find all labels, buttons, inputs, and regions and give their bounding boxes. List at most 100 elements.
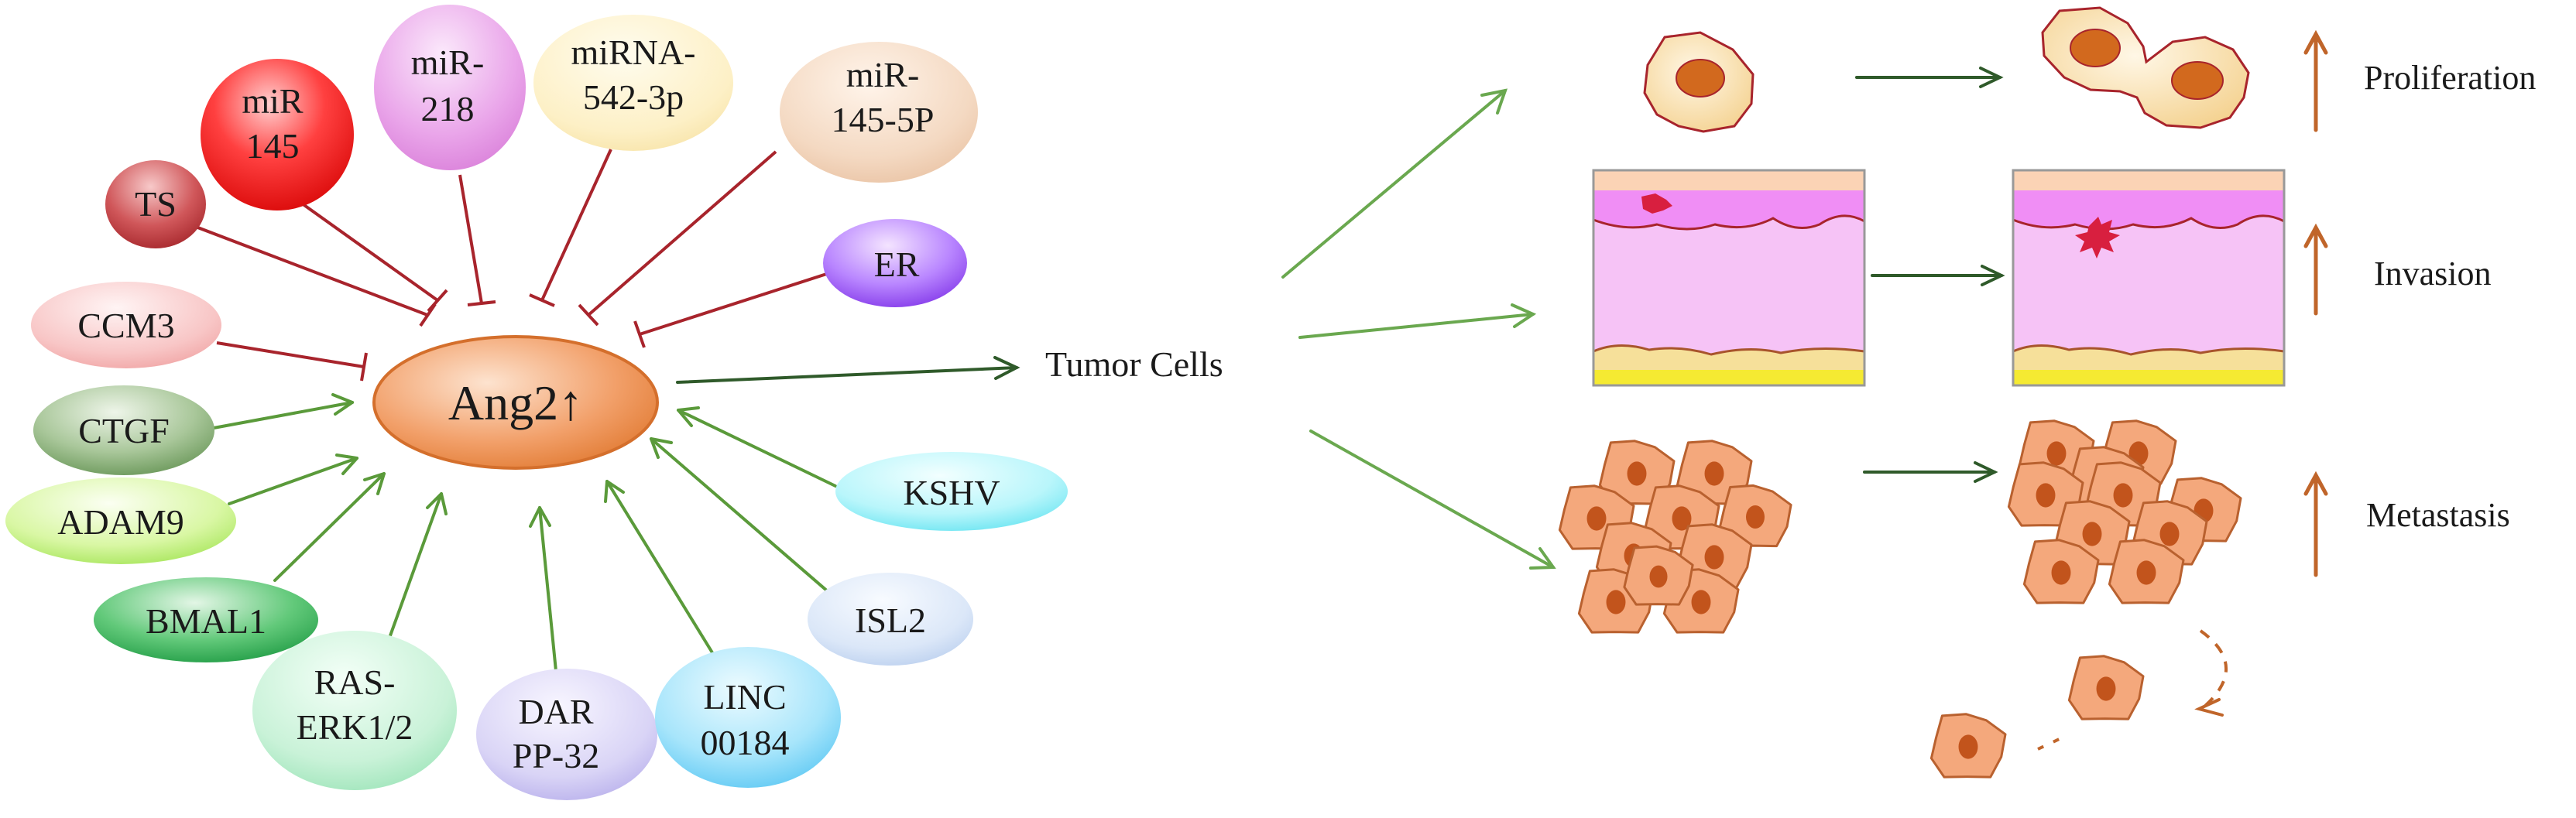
node-ras-erk-line2: ERK1/2 [297, 707, 413, 747]
activate-line-adam9 [228, 457, 358, 505]
inhibit-line-ts [189, 223, 428, 317]
node-ccm3: CCM3 [31, 282, 221, 368]
activate-head-adam9 [335, 453, 358, 475]
activate-head-raserk [426, 492, 448, 515]
activate-line-linc [605, 480, 721, 666]
activate-head-kshv [677, 406, 700, 427]
fanout-arrows [1281, 88, 1556, 570]
node-mir1455p-line1: miR- [846, 55, 920, 94]
inhibit-tbar-mir1455p [578, 303, 599, 327]
activate-line-isl2 [650, 437, 830, 594]
tissue-before [1592, 169, 1866, 387]
node-ccm3-label: CCM3 [77, 306, 174, 345]
migration-dash [2037, 735, 2065, 751]
node-mirna542: miRNA- 542-3p [533, 15, 733, 151]
node-adam9: ADAM9 [5, 477, 236, 564]
proliferation-label: Proliferation [2364, 59, 2536, 97]
activate-head-ctgf [331, 393, 354, 416]
node-kshv: KSHV [835, 452, 1068, 531]
node-ts: TS [105, 160, 206, 248]
node-mir218: miR- 218 [374, 5, 526, 170]
activate-head-linc [604, 480, 625, 503]
node-mirna542-line2: 542-3p [583, 77, 684, 117]
migration-curve [2199, 629, 2228, 707]
detached-cancer-cell [2067, 655, 2145, 720]
invasion-row: Invasion [1592, 169, 2492, 387]
node-mir218-line1: miR- [411, 43, 485, 82]
main-arrow [676, 356, 1020, 384]
inhibit-line-mir218 [458, 174, 483, 304]
node-darpp32-line2: PP-32 [513, 736, 599, 775]
node-adam9-label: ADAM9 [57, 502, 184, 542]
cancer-cell [2108, 539, 2185, 604]
node-ctgf-label: CTGF [78, 411, 170, 450]
inhibit-tbar-er [633, 320, 646, 348]
activate-head-isl2 [650, 437, 673, 459]
tumor-cells-label: Tumor Cells [1045, 344, 1223, 384]
activate-line-raserk [384, 492, 443, 650]
detached-cancer-cell [1929, 713, 2007, 779]
node-mir1455p-line2: 145-5P [832, 100, 935, 139]
node-ras-erk: RAS- ERK1/2 [252, 631, 457, 790]
node-ts-label: TS [135, 184, 177, 224]
node-isl2: ISL2 [808, 573, 973, 666]
node-mir1455p: miR- 145-5P [780, 42, 978, 183]
cancer-cell [1623, 545, 1694, 606]
fanout-arrow-invasion [1298, 313, 1535, 339]
inhibit-line-ccm3 [216, 341, 365, 368]
activation-arrows [212, 393, 837, 680]
node-mir145: miR 145 [201, 59, 354, 210]
node-bmal1-label: BMAL1 [146, 601, 266, 641]
node-darpp32: DAR PP-32 [476, 669, 657, 800]
node-kshv-label: KSHV [903, 473, 1000, 512]
up-arrow-invasion [2303, 223, 2328, 316]
activate-line-ctgf [212, 401, 354, 430]
activate-line-darpp [538, 506, 558, 680]
inhibit-tbar-mir145 [427, 289, 448, 313]
node-er: ER [823, 219, 967, 307]
node-er-label: ER [874, 245, 920, 284]
metastasis-row: Metastasis [1558, 419, 2510, 779]
inhibit-line-mir1455p [587, 150, 777, 317]
proliferation-row: Proliferation [1643, 6, 2536, 133]
node-linc00184-line2: 00184 [701, 723, 790, 762]
node-mir218-line2: 218 [421, 89, 475, 128]
inhibit-tbar-mir218 [467, 300, 496, 306]
tumor-spot-before [1641, 193, 1672, 214]
node-linc00184-line1: LINC [703, 677, 786, 717]
node-linc00184: LINC 00184 [655, 647, 841, 788]
activate-head-darpp [529, 506, 551, 528]
cell-cluster-before [1558, 440, 1792, 634]
fanout-arrow-metastasis [1309, 430, 1555, 569]
inhibit-tbar-mirna542 [529, 293, 555, 307]
activate-line-kshv [677, 409, 837, 488]
ang2-label: Ang2↑ [448, 375, 583, 430]
tissue-after [2012, 169, 2286, 387]
inhibit-line-er [639, 269, 839, 336]
node-ras-erk-line1: RAS- [314, 662, 396, 702]
up-arrow-proliferation [2303, 29, 2328, 132]
tumor-spot-after [2075, 217, 2120, 258]
dividing-cells [2041, 6, 2250, 129]
node-darpp32-line1: DAR [518, 692, 593, 731]
cancer-cell [1718, 484, 1792, 548]
inhibition-lines [189, 149, 839, 382]
metastasis-label: Metastasis [2366, 496, 2510, 534]
activate-line-bmal1 [273, 472, 386, 582]
node-isl2-label: ISL2 [855, 601, 926, 640]
detaching-cells [1929, 655, 2145, 779]
node-mirna542-line1: miRNA- [571, 33, 696, 72]
inhibit-line-mirna542 [540, 149, 612, 301]
node-ctgf: CTGF [33, 385, 214, 475]
fanout-arrow-proliferation [1281, 89, 1507, 279]
cancer-cell [2022, 539, 2100, 604]
node-mir145-line2: 145 [246, 126, 300, 166]
up-arrow-metastasis [2303, 471, 2328, 577]
cell-cluster-after [2007, 419, 2242, 604]
activate-head-bmal1 [363, 472, 386, 495]
invasion-label: Invasion [2374, 255, 2492, 293]
ang2-node: Ang2↑ [372, 335, 659, 470]
inhibit-tbar-ccm3 [360, 352, 368, 382]
inhibit-line-mir145 [279, 187, 439, 302]
